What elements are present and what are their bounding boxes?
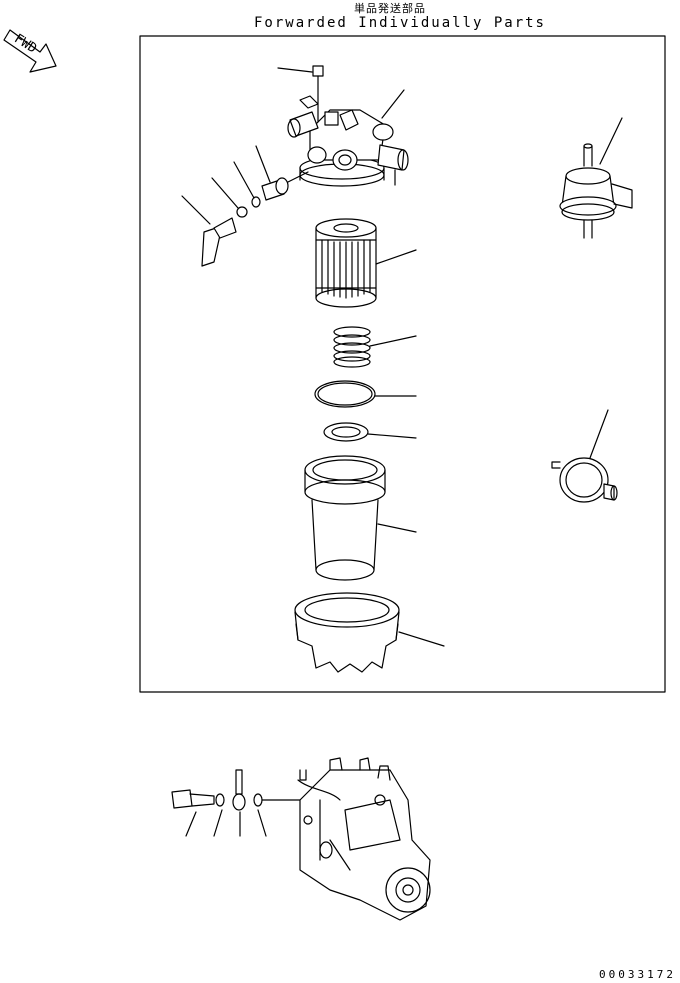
leader-line bbox=[211, 177, 239, 209]
leader-line bbox=[185, 811, 197, 837]
leader-line bbox=[257, 809, 267, 837]
title-english: Forwarded Individually Parts bbox=[253, 15, 546, 31]
spring bbox=[333, 326, 371, 368]
small-ball bbox=[251, 196, 261, 208]
leader-line bbox=[233, 161, 255, 199]
filter-head bbox=[287, 95, 409, 187]
leader-line bbox=[381, 89, 405, 119]
injection-pump bbox=[297, 757, 431, 921]
small-spring bbox=[236, 206, 248, 218]
vent-bolt bbox=[312, 65, 324, 123]
leader-line bbox=[599, 117, 623, 165]
banjo-bolt bbox=[171, 789, 215, 809]
leader-line bbox=[369, 335, 417, 347]
washer bbox=[253, 793, 263, 807]
banjo-fitting bbox=[232, 769, 246, 811]
leader-line bbox=[287, 171, 309, 183]
leader-line bbox=[213, 809, 223, 837]
leader-line bbox=[375, 249, 417, 265]
title-japanese: 単品発送部品 bbox=[354, 2, 426, 15]
leader-line bbox=[377, 523, 417, 533]
leader-line bbox=[277, 67, 313, 73]
filter-bowl bbox=[304, 455, 386, 581]
leader-line bbox=[255, 145, 271, 183]
ring-nut bbox=[294, 592, 400, 673]
priming-pump-lower bbox=[551, 457, 618, 503]
o-ring bbox=[314, 380, 376, 408]
forwarded-parts-frame bbox=[139, 35, 666, 693]
leader-line bbox=[398, 631, 445, 647]
leader-line bbox=[589, 409, 609, 459]
leader-line bbox=[367, 433, 417, 439]
washer bbox=[215, 793, 225, 807]
plug-nut bbox=[261, 177, 289, 201]
document-number: 00033172 bbox=[599, 968, 676, 981]
priming-pump-upper bbox=[559, 143, 633, 239]
leader-line bbox=[181, 195, 211, 225]
drain-cock bbox=[201, 217, 237, 267]
gasket bbox=[323, 422, 369, 442]
fwd-arrow-icon: FWD bbox=[3, 29, 57, 73]
filter-element bbox=[315, 218, 377, 308]
